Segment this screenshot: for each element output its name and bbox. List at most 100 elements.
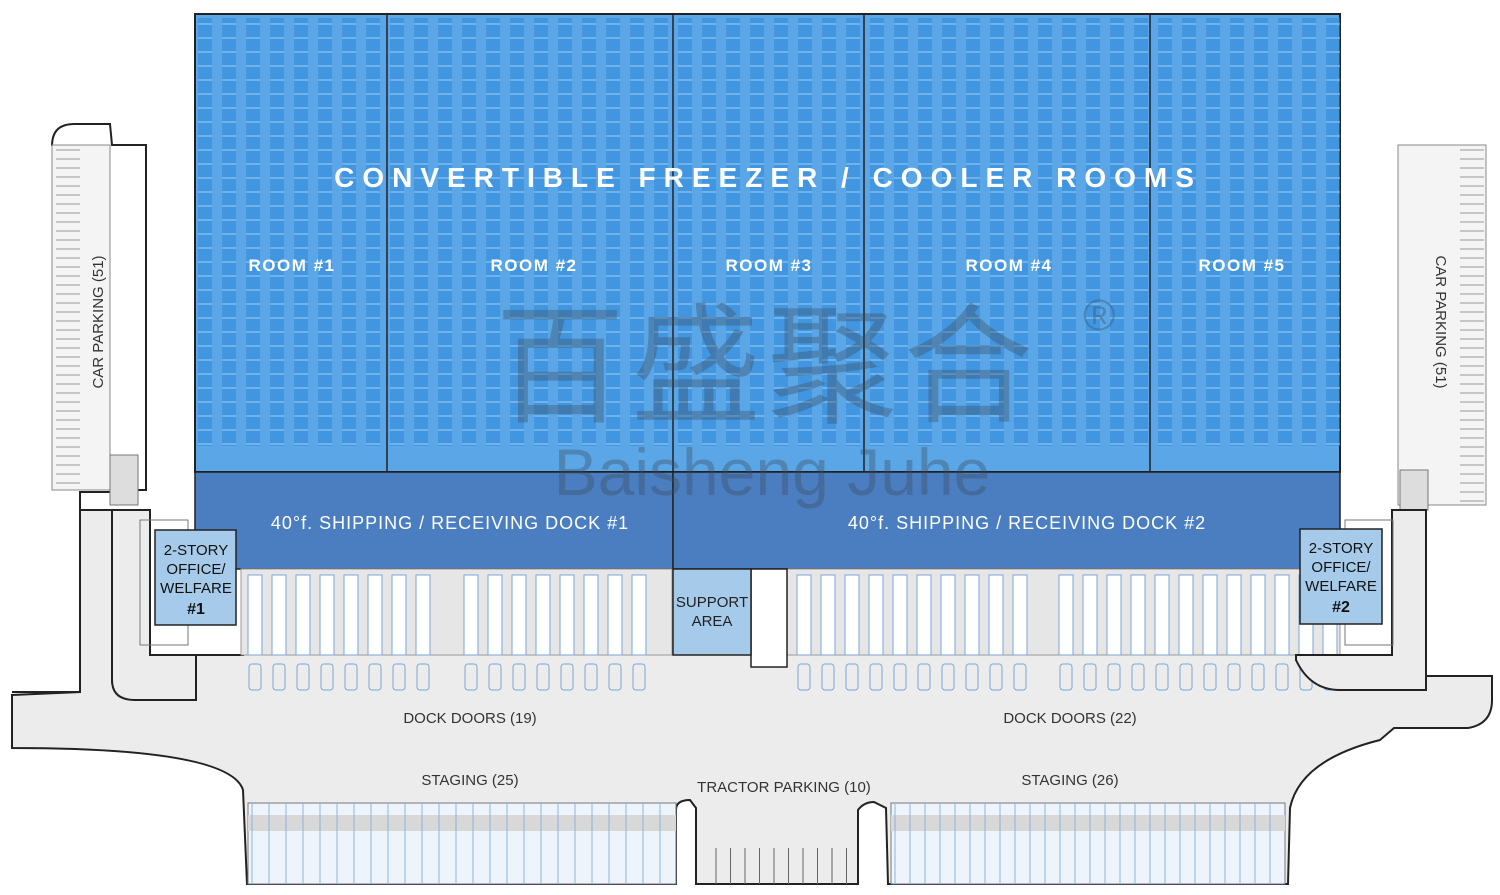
dock-leveler [1083, 663, 1097, 691]
rack-row [270, 18, 284, 446]
dock-leveler [1203, 663, 1217, 691]
dock-door [631, 574, 647, 656]
rack-row [318, 18, 332, 446]
rack-row [1278, 18, 1292, 446]
dock-leveler [1275, 663, 1289, 691]
dock-2-label: 40°f. SHIPPING / RECEIVING DOCK #2 [848, 513, 1206, 533]
rack-row [894, 18, 908, 446]
rack-row [1182, 18, 1196, 446]
dock-leveler [296, 663, 310, 691]
watermark: 百盛聚合 ® Baisheng Juhe [495, 291, 1115, 509]
dock-leveler [488, 663, 502, 691]
dock-leveler [941, 663, 955, 691]
freezer-title: CONVERTIBLE FREEZER / COOLER ROOMS [334, 162, 1202, 193]
rack-row [558, 18, 572, 446]
office-2-line2: OFFICE/ [1311, 559, 1371, 576]
dock-leveler [560, 663, 574, 691]
support-area-line1: SUPPORT [676, 594, 748, 611]
rack-row [486, 18, 500, 446]
dock-door [319, 574, 335, 656]
dock-1-label: 40°f. SHIPPING / RECEIVING DOCK #1 [271, 513, 629, 533]
dock-door [1058, 574, 1074, 656]
dock-door [1202, 574, 1218, 656]
freezer-block: CONVERTIBLE FREEZER / COOLER ROOMS ROOM … [194, 13, 1341, 473]
dock-leveler [1251, 663, 1265, 691]
dock-leveler [320, 663, 334, 691]
dock-door [535, 574, 551, 656]
office-2-line4: #2 [1332, 599, 1350, 616]
dock-leveler [584, 663, 598, 691]
dock-door [844, 574, 860, 656]
rack-row [414, 18, 428, 446]
rack-row [630, 18, 644, 446]
shipping-docks: 40°f. SHIPPING / RECEIVING DOCK #1 40°f.… [194, 471, 1341, 570]
dock-leveler [1227, 663, 1241, 691]
rack-row [774, 18, 788, 446]
rack-row [870, 18, 884, 446]
room-2-label: ROOM #2 [490, 256, 577, 275]
dock-leveler [845, 663, 859, 691]
rack-row [1110, 18, 1124, 446]
dock-door [511, 574, 527, 656]
racking-rows [198, 18, 1340, 446]
rack-row [678, 18, 692, 446]
dock-doors-left-label: DOCK DOORS (19) [403, 710, 536, 727]
office-2-line3: WELFARE [1305, 578, 1377, 595]
dock-door [820, 574, 836, 656]
dock-door [247, 574, 263, 656]
dock-apron [240, 568, 1341, 691]
watermark-mark: ® [1083, 291, 1115, 340]
car-parking-left: CAR PARKING (51) [12, 123, 147, 693]
watermark-chinese: 百盛聚合 [495, 294, 1039, 440]
staging-stalls [247, 802, 1286, 885]
rack-row [1038, 18, 1052, 446]
dock-door [1178, 574, 1194, 656]
rack-row [606, 18, 620, 446]
rack-row [654, 18, 668, 446]
dock-door [988, 574, 1004, 656]
dock-door [415, 574, 431, 656]
rack-row [390, 18, 404, 446]
dock-leveler [1107, 663, 1121, 691]
car-parking-right: CAR PARKING (51) [1397, 144, 1487, 511]
dock-door [295, 574, 311, 656]
tractor-parking-label: TRACTOR PARKING (10) [697, 779, 871, 796]
dock-leveler [392, 663, 406, 691]
dock-door [940, 574, 956, 656]
dock-door [1082, 574, 1098, 656]
rack-row [222, 18, 236, 446]
dock-door [1226, 574, 1242, 656]
dock-door [463, 574, 479, 656]
rack-row [246, 18, 260, 446]
dock-doors-right-label: DOCK DOORS (22) [1003, 710, 1136, 727]
room-5-label: ROOM #5 [1198, 256, 1285, 275]
dock-door [796, 574, 812, 656]
rack-row [1254, 18, 1268, 446]
dock-leveler [1155, 663, 1169, 691]
support-area-line2: AREA [692, 613, 733, 630]
car-parking-left-label: CAR PARKING (51) [90, 255, 107, 388]
dock-door [367, 574, 383, 656]
rack-row [294, 18, 308, 446]
car-parking-right-label: CAR PARKING (51) [1432, 255, 1449, 388]
rack-row [990, 18, 1004, 446]
dock-leveler [965, 663, 979, 691]
dock-leveler [893, 663, 907, 691]
dock-leveler [344, 663, 358, 691]
dock-door [1012, 574, 1028, 656]
watermark-latin: Baisheng Juhe [554, 435, 991, 509]
office-1-line3: WELFARE [160, 580, 232, 597]
dock-leveler [797, 663, 811, 691]
dock-door [1130, 574, 1146, 656]
rack-row [1014, 18, 1028, 446]
rack-row [510, 18, 524, 446]
dock-leveler [989, 663, 1003, 691]
rack-row [342, 18, 356, 446]
office-2: 2-STORY OFFICE/ WELFARE #2 [1295, 509, 1427, 691]
dock-leveler [1059, 663, 1073, 691]
dock-door [271, 574, 287, 656]
dock-door [868, 574, 884, 656]
staging-left-label: STAGING (25) [421, 772, 518, 789]
rack-row [366, 18, 380, 446]
dock-leveler [536, 663, 550, 691]
